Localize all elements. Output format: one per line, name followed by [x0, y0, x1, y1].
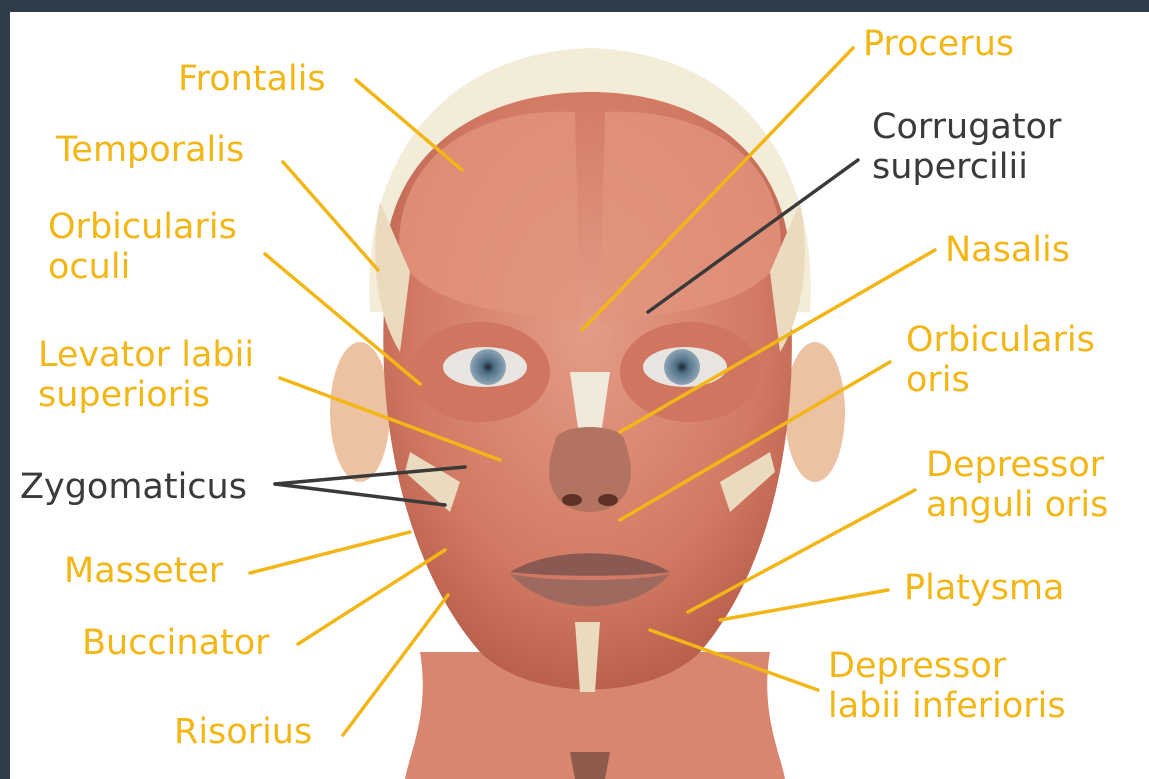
label-orbicularis-oculi-line1: Orbicularis — [48, 207, 237, 247]
nose — [549, 427, 631, 512]
label-orbicularis-oculi: Orbicularis oculi — [48, 207, 237, 287]
neck-tendon — [570, 752, 610, 779]
left-ear — [330, 342, 390, 482]
right-ear — [785, 342, 845, 482]
label-depressor-anguli-oris: Depressor anguli oris — [926, 445, 1108, 525]
label-orbicularis-oris-line2: oris — [906, 360, 1095, 400]
label-orbicularis-oris-line1: Orbicularis — [906, 320, 1095, 360]
label-orbicularis-oculi-line2: oculi — [48, 247, 237, 287]
label-corrugator-line2: supercilii — [872, 147, 1061, 187]
left-iris — [470, 349, 506, 385]
label-temporalis: Temporalis — [56, 130, 244, 170]
label-levator-line1: Levator labii — [38, 335, 254, 375]
label-depressor-anguli-line1: Depressor — [926, 445, 1108, 485]
diagram-frame: Frontalis Temporalis Orbicularis oculi L… — [10, 12, 1149, 779]
label-platysma: Platysma — [904, 568, 1065, 608]
label-buccinator: Buccinator — [82, 623, 270, 663]
label-procerus: Procerus — [863, 24, 1014, 64]
label-orbicularis-oris: Orbicularis oris — [906, 320, 1095, 400]
label-levator-labii-superioris: Levator labii superioris — [38, 335, 254, 415]
label-zygomaticus: Zygomaticus — [20, 467, 247, 507]
left-nostril — [562, 494, 582, 506]
label-levator-line2: superioris — [38, 375, 254, 415]
label-depressor-labii-line1: Depressor — [828, 646, 1066, 686]
label-corrugator-supercilii: Corrugator supercilii — [872, 107, 1061, 187]
right-nostril — [598, 494, 618, 506]
label-depressor-labii-line2: labii inferioris — [828, 686, 1066, 726]
label-nasalis: Nasalis — [945, 230, 1070, 270]
label-risorius: Risorius — [174, 712, 312, 752]
right-iris — [664, 349, 700, 385]
label-frontalis: Frontalis — [178, 59, 326, 99]
label-depressor-labii-inferioris: Depressor labii inferioris — [828, 646, 1066, 726]
label-masseter: Masseter — [64, 551, 223, 591]
label-corrugator-line1: Corrugator — [872, 107, 1061, 147]
label-depressor-anguli-line2: anguli oris — [926, 485, 1108, 525]
